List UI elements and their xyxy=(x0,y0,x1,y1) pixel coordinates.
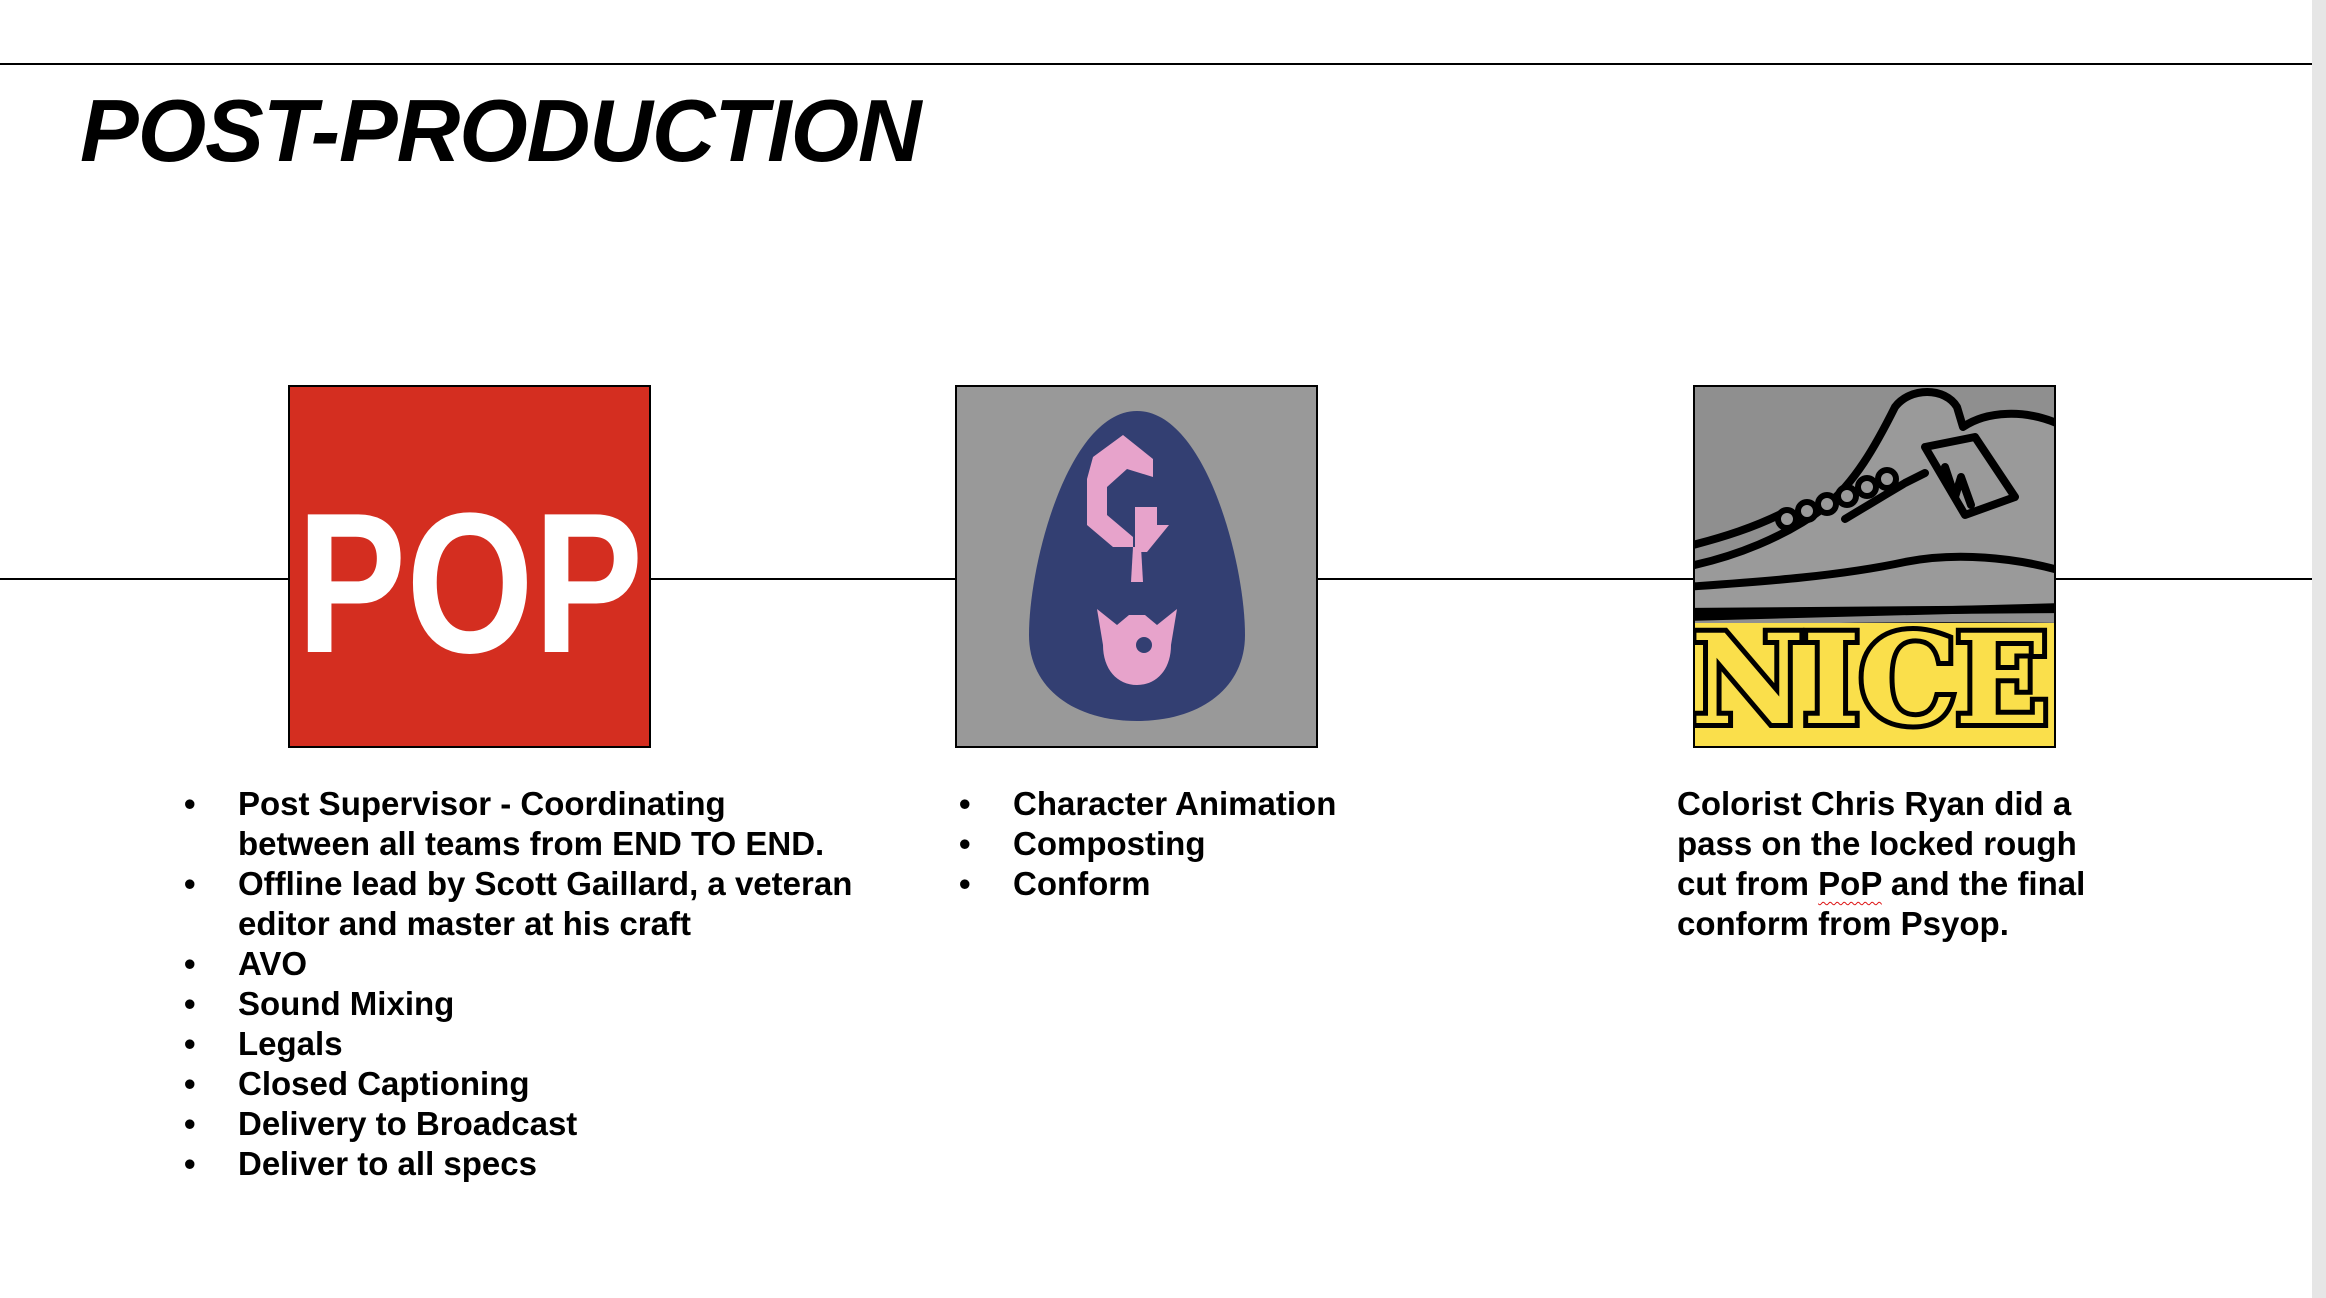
description-text-after: and the final conform from Psyop. xyxy=(1677,865,2086,942)
drop-mark xyxy=(1131,547,1143,582)
list-item: Offline lead by Scott Gaillard, a vetera… xyxy=(184,864,864,944)
pop-logo: POP xyxy=(288,385,651,748)
list-item: Character Animation xyxy=(959,784,1519,824)
top-divider xyxy=(0,63,2312,65)
psyop-egg-icon xyxy=(1029,411,1245,721)
description-text-before: Colorist Chris Ryan did a pass on the lo… xyxy=(1677,785,2077,902)
nice-logo-text: NICE xyxy=(1695,608,2048,746)
list-item: Legals xyxy=(184,1024,864,1064)
lace-holes xyxy=(1775,467,1899,531)
nice-logo: NICE xyxy=(1693,385,2056,748)
fox-eye-mark xyxy=(1136,637,1152,653)
pop-logo-icon: POP xyxy=(297,470,643,694)
list-item: AVO xyxy=(184,944,864,984)
psyop-logo xyxy=(955,385,1318,748)
pop-services-list: Post Supervisor - Coordinating between a… xyxy=(184,784,864,1184)
flag-mark xyxy=(1135,507,1169,552)
list-item: Post Supervisor - Coordinating between a… xyxy=(184,784,864,864)
list-item: Deliver to all specs xyxy=(184,1144,864,1184)
list-item: Delivery to Broadcast xyxy=(184,1104,864,1144)
list-item: Conform xyxy=(959,864,1519,904)
spellcheck-flagged-word[interactable]: PoP xyxy=(1818,865,1882,902)
slide-title: POST-PRODUCTION xyxy=(80,81,922,180)
nice-description: Colorist Chris Ryan did a pass on the lo… xyxy=(1677,784,2117,944)
list-item: Sound Mixing xyxy=(184,984,864,1024)
psyop-services-list: Character Animation Composting Conform xyxy=(959,784,1519,904)
list-item: Composting xyxy=(959,824,1519,864)
list-item: Closed Captioning xyxy=(184,1064,864,1104)
window-edge xyxy=(2312,0,2326,1298)
hook-mark xyxy=(1087,435,1153,547)
nice-sneaker-icon: NICE xyxy=(1695,387,2054,746)
pop-logo-text: POP xyxy=(297,470,643,694)
